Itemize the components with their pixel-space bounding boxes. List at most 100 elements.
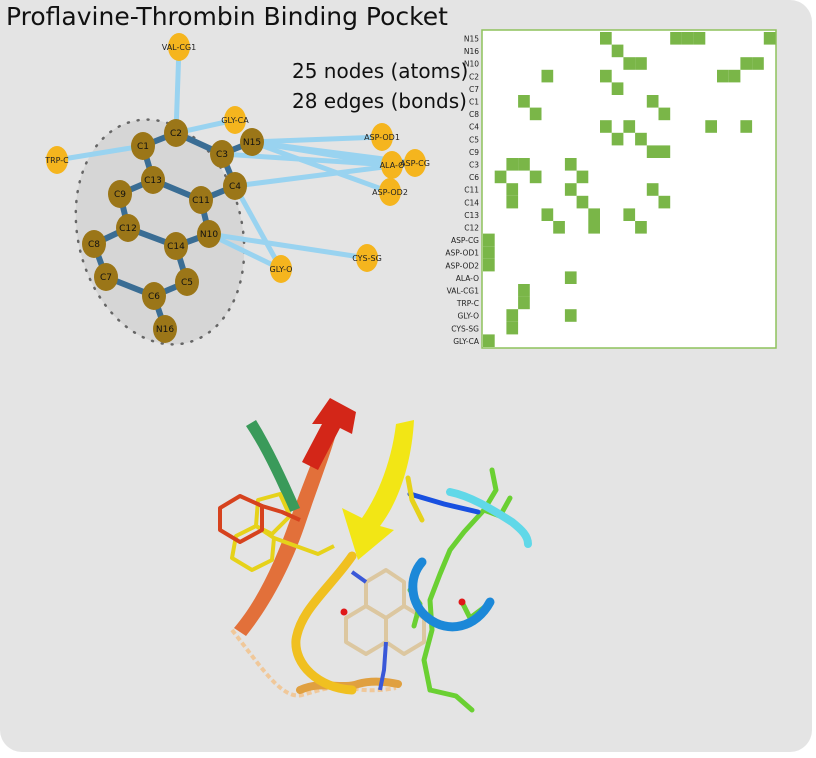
matrix-row-label-c3: C3	[469, 160, 479, 169]
matrix-cell-18-0	[483, 258, 495, 272]
matrix-cell-3-20	[717, 69, 729, 83]
matrix-row-label-asp-cg: ASP-CG	[451, 236, 479, 245]
node-c4: C4	[223, 172, 247, 200]
matrix-row-label-c11: C11	[464, 186, 479, 195]
node-circle-c8	[82, 230, 106, 258]
ribbon-coil-blue	[408, 557, 495, 632]
node-asp-od1: ASP-OD1	[364, 123, 400, 151]
contact-edge-n15-asp-od1	[249, 134, 385, 145]
matrix-row-label-n10: N10	[464, 60, 479, 69]
matrix-cell-13-15	[658, 195, 671, 209]
amine-n15	[350, 570, 368, 584]
node-label-c6: C6	[148, 292, 160, 302]
node-label-trp-c: TRP-C	[44, 156, 69, 165]
matrix-cell-13-8	[576, 195, 589, 209]
matrix-cell-16-0	[483, 233, 495, 247]
node-n16: N16	[153, 315, 177, 343]
water-oxygen-2	[458, 598, 466, 606]
node-label-gly-o: GLY-O	[270, 265, 293, 274]
ribbon-strand-yellow	[342, 420, 414, 560]
node-label-asp-od1: ASP-OD1	[364, 133, 400, 142]
node-circle-cys-sg	[356, 244, 378, 272]
ribbon-coil-orange	[296, 677, 402, 694]
node-gly-o: GLY-O	[270, 255, 293, 283]
node-label-c2: C2	[170, 129, 182, 139]
node-label-c7: C7	[100, 273, 112, 283]
node-label-c5: C5	[181, 278, 193, 288]
yellow-sidechain	[405, 475, 425, 523]
matrix-row-label-c2: C2	[469, 72, 479, 81]
matrix-cell-15-6	[553, 221, 565, 234]
graph-nodes: VAL-CG1GLY-CATRP-CASP-OD1ALA-OASP-CGASP-…	[44, 33, 430, 343]
matrix-row-label-c9: C9	[469, 148, 479, 157]
matrix-cell-6-15	[658, 107, 671, 121]
node-gly-ca: GLY-CA	[221, 106, 249, 134]
matrix-row-label-asp-od1: ASP-OD1	[445, 249, 479, 258]
matrix-cell-21-3	[518, 296, 530, 310]
matrix-row-label-c7: C7	[469, 85, 479, 94]
contact-edge-n10-gly-o	[206, 231, 284, 272]
node-label-asp-cg: ASP-CG	[400, 159, 430, 168]
water-oxygen	[340, 608, 348, 616]
node-c11: C11	[189, 186, 213, 214]
node-ala-o: ALA-O	[380, 151, 405, 179]
matrix-cell-6-4	[529, 107, 542, 121]
matrix-frame	[481, 29, 777, 349]
node-c2: C2	[164, 119, 188, 147]
node-c14: C14	[164, 232, 188, 260]
matrix-cell-2-13	[635, 57, 647, 70]
matrix-row-labels: N15N16N10C2C7C1C8C4C5C9C3C6C11C14C13C12A…	[445, 34, 479, 345]
contact-edge-c1-trp-c	[54, 143, 146, 163]
node-label-cys-sg: CYS-SG	[352, 254, 382, 263]
matrix-cell-11-8	[576, 170, 589, 184]
matrix-cell-8-13	[635, 132, 647, 146]
matrix-row-label-n16: N16	[464, 47, 479, 56]
matrix-cell-5-3	[518, 95, 530, 108]
matrix-cell-1-11	[611, 44, 624, 58]
ligand-hull	[74, 118, 246, 346]
node-circle-c1	[131, 132, 155, 160]
node-label-c3: C3	[216, 150, 228, 160]
matrix-row-label-trp-c: TRP-C	[456, 299, 479, 308]
ribbon-strand-red	[234, 430, 336, 636]
matrix-cell-2-12	[623, 57, 636, 70]
node-c12: C12	[116, 214, 140, 242]
ribbon-strand-yellow-lower	[291, 551, 357, 695]
matrix-cell-7-19	[705, 120, 717, 133]
node-circle-c12	[116, 214, 140, 242]
matrix-cell-19-7	[564, 271, 577, 284]
node-circle-c7	[94, 263, 118, 291]
matrix-cell-17-0	[483, 246, 495, 259]
node-n15: N15	[240, 128, 264, 156]
matrix-cell-24-0	[483, 334, 495, 347]
node-c1: C1	[131, 132, 155, 160]
node-label-ala-o: ALA-O	[380, 161, 405, 170]
node-n10: N10	[197, 220, 221, 248]
node-circle-c3	[210, 140, 234, 168]
matrix-cell-20-3	[518, 284, 530, 297]
node-trp-c: TRP-C	[44, 146, 69, 174]
node-c8: C8	[82, 230, 106, 258]
node-c9: C9	[108, 180, 132, 208]
node-label-val-cg1: VAL-CG1	[162, 43, 197, 52]
matrix-cell-3-10	[600, 69, 612, 83]
node-circle-asp-od2	[379, 178, 401, 206]
matrix-cell-12-2	[506, 183, 519, 196]
matrix-cell-22-2	[506, 309, 519, 322]
node-circle-n16	[153, 315, 177, 343]
node-circle-c6	[142, 282, 166, 310]
matrix-cell-22-7	[564, 309, 577, 322]
node-c7: C7	[94, 263, 118, 291]
node-circle-c14	[164, 232, 188, 260]
figure-title: Proflavine-Thrombin Binding Pocket	[6, 2, 448, 31]
matrix-cell-14-9	[588, 208, 600, 221]
matrix-row-label-n15: N15	[464, 34, 479, 43]
node-circle-asp-od1	[371, 123, 393, 151]
matrix-cell-9-14	[646, 145, 659, 158]
node-circle-val-cg1	[168, 33, 190, 61]
node-cys-sg: CYS-SG	[352, 244, 382, 272]
matrix-cell-14-12	[623, 208, 636, 221]
matrix-row-label-asp-od2: ASP-OD2	[445, 261, 479, 270]
